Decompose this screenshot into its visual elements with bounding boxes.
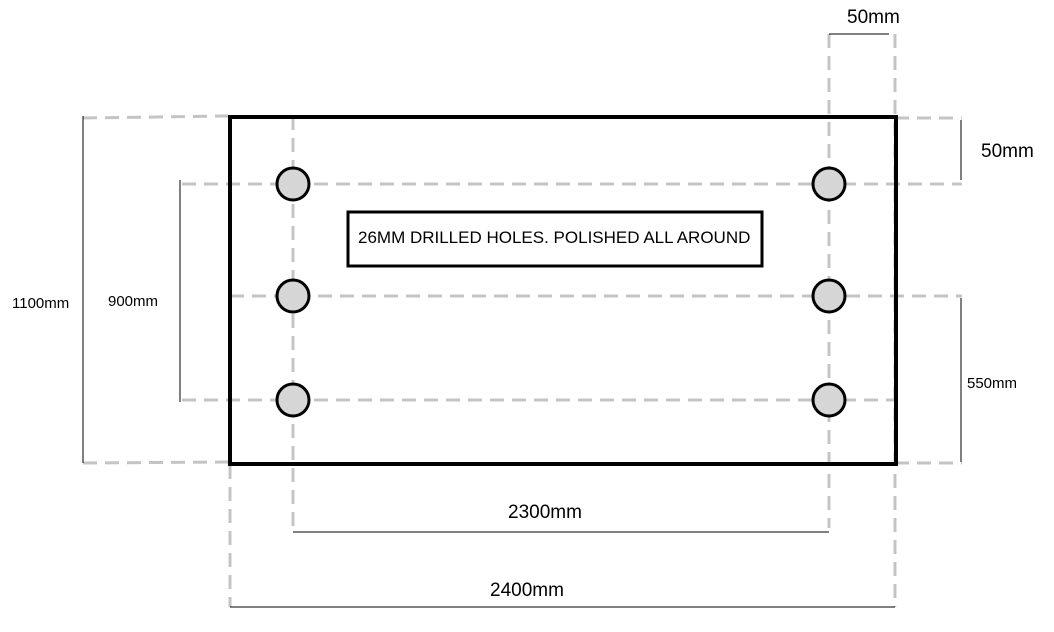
holes (275, 166, 847, 418)
hole-top-right (811, 166, 847, 202)
hole-middle-right (811, 278, 847, 314)
label-lower-spacing: 550mm (967, 375, 1017, 392)
note-box (346, 210, 764, 268)
hole-middle-left (275, 278, 311, 314)
label-edge-offset-right: 50mm (847, 7, 900, 28)
hole-top-left (275, 166, 311, 202)
note-text: 26MM DRILLED HOLES. POLISHED ALL AROUND (358, 228, 750, 247)
label-hole-span-horizontal: 2300mm (508, 502, 582, 523)
hole-bottom-left (275, 382, 311, 418)
guide-bottom-left (82, 460, 229, 465)
hole-bottom-right (811, 382, 847, 418)
label-overall-height: 1100mm (12, 295, 69, 312)
dimension-lines (82, 33, 962, 608)
guide-top-left (82, 114, 229, 120)
label-edge-offset-top: 50mm (981, 141, 1034, 162)
label-hole-span-vertical: 900mm (108, 293, 158, 310)
panel-outline (228, 115, 898, 466)
label-overall-width: 2400mm (490, 580, 564, 601)
